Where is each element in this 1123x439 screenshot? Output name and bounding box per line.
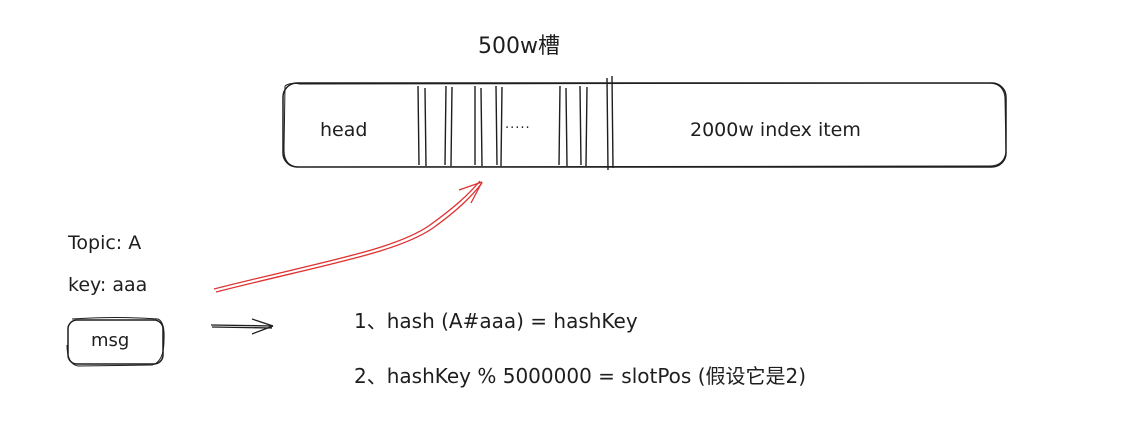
slot-line: [417, 85, 420, 166]
slot-line: [444, 85, 447, 166]
slot-line: [480, 87, 483, 167]
key-label: key: aaa: [68, 274, 148, 296]
topic-label: Topic: A: [68, 232, 142, 254]
slot-line: [495, 85, 498, 166]
step-2-slot-pos: 2、hashKey % 5000000 = slotPos (假设它是2): [354, 364, 807, 388]
msg-label: msg: [91, 330, 130, 351]
slot-count-title: 500w槽: [478, 34, 560, 59]
slot-line: [450, 86, 453, 167]
red-arrow: [213, 180, 483, 293]
index-items-label: 2000w index item: [690, 119, 861, 141]
slots-ellipsis: ·····: [505, 121, 531, 136]
slot-line: [611, 75, 614, 169]
slot-line: [606, 77, 609, 171]
slot-dividers: [417, 75, 614, 171]
slot-line: [565, 87, 568, 167]
slot-line: [424, 87, 427, 167]
step-1-hash: 1、hash (A#aaa) = hashKey: [354, 309, 638, 333]
index-file-box: [282, 82, 1007, 168]
slot-line: [579, 85, 582, 166]
slot-line: [500, 86, 503, 167]
msg-box: [66, 317, 165, 367]
slot-line: [585, 86, 588, 167]
head-label: head: [320, 119, 368, 141]
black-arrow: [210, 318, 274, 335]
slot-line: [558, 85, 561, 166]
